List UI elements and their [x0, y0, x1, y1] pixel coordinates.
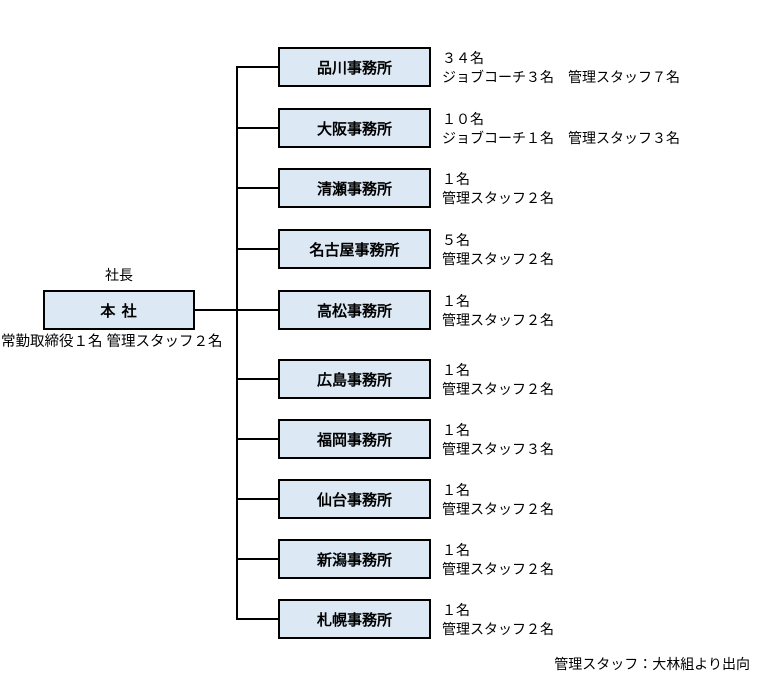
connector-trunk-line: [236, 66, 238, 620]
office-count: １名: [442, 171, 470, 187]
office-count: １名: [442, 482, 470, 498]
office-box: 高松事務所: [278, 290, 431, 330]
office-staff: ジョブコーチ１名 管理スタッフ３名: [442, 130, 680, 146]
org-row-fukuoka: 福岡事務所 １名 管理スタッフ３名: [0, 419, 762, 459]
office-staff: 管理スタッフ２名: [442, 621, 554, 637]
office-label: 名古屋事務所: [309, 241, 400, 259]
connector-stub: [237, 248, 278, 250]
office-label: 新潟事務所: [316, 551, 392, 569]
office-annotation: １０名 ジョブコーチ１名 管理スタッフ３名: [442, 110, 680, 148]
office-annotation: １名 管理スタッフ２名: [442, 601, 554, 639]
org-row-hiroshima: 広島事務所 １名 管理スタッフ２名: [0, 359, 762, 399]
office-annotation: １名 管理スタッフ２名: [442, 481, 554, 519]
org-row-takamatsu: 高松事務所 １名 管理スタッフ２名: [0, 290, 762, 330]
connector-stub: [237, 127, 278, 129]
office-staff: 管理スタッフ２名: [442, 251, 554, 267]
office-staff: 管理スタッフ２名: [442, 190, 554, 206]
office-count: ５名: [442, 232, 470, 248]
org-row-niigata: 新潟事務所 １名 管理スタッフ２名: [0, 539, 762, 579]
office-annotation: １名 管理スタッフ２名: [442, 170, 554, 208]
connector-stub: [237, 66, 278, 68]
office-annotation: ３４名 ジョブコーチ３名 管理スタッフ７名: [442, 49, 680, 87]
office-box: 仙台事務所: [278, 479, 431, 519]
office-count: １名: [442, 362, 470, 378]
office-staff: 管理スタッフ２名: [442, 561, 554, 577]
org-row-sendai: 仙台事務所 １名 管理スタッフ２名: [0, 479, 762, 519]
office-label: 福岡事務所: [316, 431, 392, 449]
connector-stub: [237, 618, 278, 620]
root-title-label: 社長: [105, 267, 133, 283]
head-office-box: 本 社: [43, 290, 195, 330]
office-count: １０名: [442, 111, 484, 127]
office-annotation: １名 管理スタッフ２名: [442, 541, 554, 579]
office-annotation: ５名 管理スタッフ２名: [442, 231, 554, 269]
office-label: 高松事務所: [316, 302, 392, 320]
office-box: 新潟事務所: [278, 539, 431, 579]
office-box: 広島事務所: [278, 359, 431, 399]
office-box: 大阪事務所: [278, 108, 431, 148]
office-box: 福岡事務所: [278, 419, 431, 459]
office-label: 清瀬事務所: [316, 180, 392, 198]
office-label: 仙台事務所: [316, 491, 392, 509]
office-box: 清瀬事務所: [278, 168, 431, 208]
office-staff: 管理スタッフ２名: [442, 501, 554, 517]
office-annotation: １名 管理スタッフ３名: [442, 421, 554, 459]
office-staff: 管理スタッフ２名: [442, 312, 554, 328]
org-row-shinagawa: 品川事務所 ３４名 ジョブコーチ３名 管理スタッフ７名: [0, 47, 762, 87]
connector-stub: [237, 309, 278, 311]
org-row-nagoya: 名古屋事務所 ５名 管理スタッフ２名: [0, 229, 762, 269]
office-count: １名: [442, 293, 470, 309]
org-row-osaka: 大阪事務所 １０名 ジョブコーチ１名 管理スタッフ３名: [0, 108, 762, 148]
connector-stub: [237, 187, 278, 189]
office-count: １名: [442, 602, 470, 618]
footnote: 管理スタッフ：大林組より出向: [554, 656, 750, 672]
head-office-note: 常勤取締役１名 管理スタッフ２名: [1, 334, 223, 350]
office-staff: ジョブコーチ３名 管理スタッフ７名: [442, 69, 680, 85]
head-office-label: 本 社: [100, 302, 138, 320]
office-box: 札幌事務所: [278, 599, 431, 639]
connector-stub: [237, 498, 278, 500]
connector-stub: [237, 378, 278, 380]
office-annotation: １名 管理スタッフ２名: [442, 292, 554, 330]
office-box: 品川事務所: [278, 47, 431, 87]
office-staff: 管理スタッフ２名: [442, 381, 554, 397]
office-annotation: １名 管理スタッフ２名: [442, 361, 554, 399]
office-label: 大阪事務所: [316, 120, 392, 138]
connector-stub: [237, 438, 278, 440]
office-label: 品川事務所: [316, 59, 392, 77]
org-row-sapporo: 札幌事務所 １名 管理スタッフ２名: [0, 599, 762, 639]
office-count: １名: [442, 542, 470, 558]
office-label: 札幌事務所: [316, 611, 392, 629]
office-box: 名古屋事務所: [278, 229, 431, 269]
office-label: 広島事務所: [316, 371, 392, 389]
org-row-kiyose: 清瀬事務所 １名 管理スタッフ２名: [0, 168, 762, 208]
office-count: １名: [442, 422, 470, 438]
connector-stub: [237, 558, 278, 560]
office-count: ３４名: [442, 50, 484, 66]
connector-root-line: [195, 309, 238, 311]
office-staff: 管理スタッフ３名: [442, 441, 554, 457]
